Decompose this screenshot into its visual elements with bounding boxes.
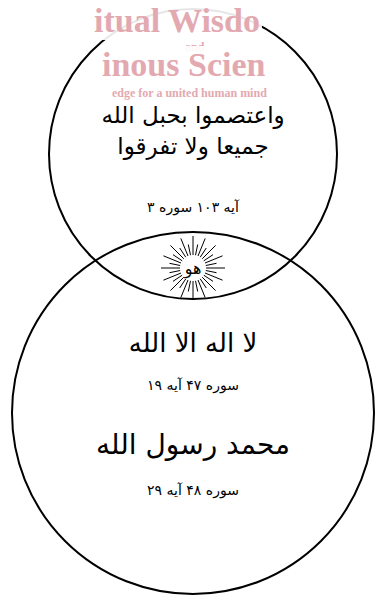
sun-ray bbox=[193, 236, 194, 255]
sun-ray bbox=[206, 268, 225, 269]
verse-reference: سوره ۴۸ آیه ۲۹ bbox=[103, 481, 283, 500]
sun-ray bbox=[163, 256, 181, 263]
sun-ray bbox=[161, 268, 180, 269]
circle-outline bbox=[11, 231, 375, 595]
sun-ray bbox=[206, 263, 217, 265]
sun-ray bbox=[196, 281, 198, 292]
verse-text: محمد رسول الله bbox=[68, 426, 318, 464]
verse-reference: سوره ۴۷ آیه ۱۹ bbox=[103, 376, 283, 395]
watermark: itual Wisdo bbox=[92, 2, 262, 40]
sun-ray bbox=[170, 277, 183, 290]
sun-ray bbox=[205, 273, 223, 280]
sun-ray bbox=[188, 245, 190, 256]
sun-ray bbox=[198, 238, 205, 256]
sun-ray bbox=[163, 273, 181, 280]
sun-ray bbox=[198, 280, 205, 298]
center-word: هو bbox=[182, 259, 205, 278]
sun-ray bbox=[206, 271, 217, 273]
sun-ray bbox=[170, 271, 181, 273]
sun-ray bbox=[170, 263, 181, 265]
verse-text: لا اله الا الله bbox=[73, 326, 313, 361]
circle-region: لا اله الا الله سوره ۴۷ آیه ۱۹ محمد رسول ا… bbox=[11, 231, 375, 595]
watermark: inous Scien bbox=[100, 46, 267, 84]
sun-ray bbox=[193, 281, 194, 300]
sun-ray bbox=[202, 277, 215, 290]
sun-ray bbox=[205, 256, 223, 263]
sun-ray bbox=[170, 245, 183, 258]
verse-reference: آیه ۱۰۳ سوره ۳ bbox=[108, 198, 278, 217]
sun-ray bbox=[181, 280, 188, 298]
sun-ray bbox=[181, 238, 188, 256]
watermark: edge for a united human mind bbox=[110, 86, 269, 101]
sun-ray bbox=[188, 281, 190, 292]
sun-ray bbox=[202, 245, 215, 258]
verse-text: واعتصموا بحبل الله جميعا ولا تفرقوا bbox=[83, 100, 303, 162]
sun-ray bbox=[196, 245, 198, 256]
